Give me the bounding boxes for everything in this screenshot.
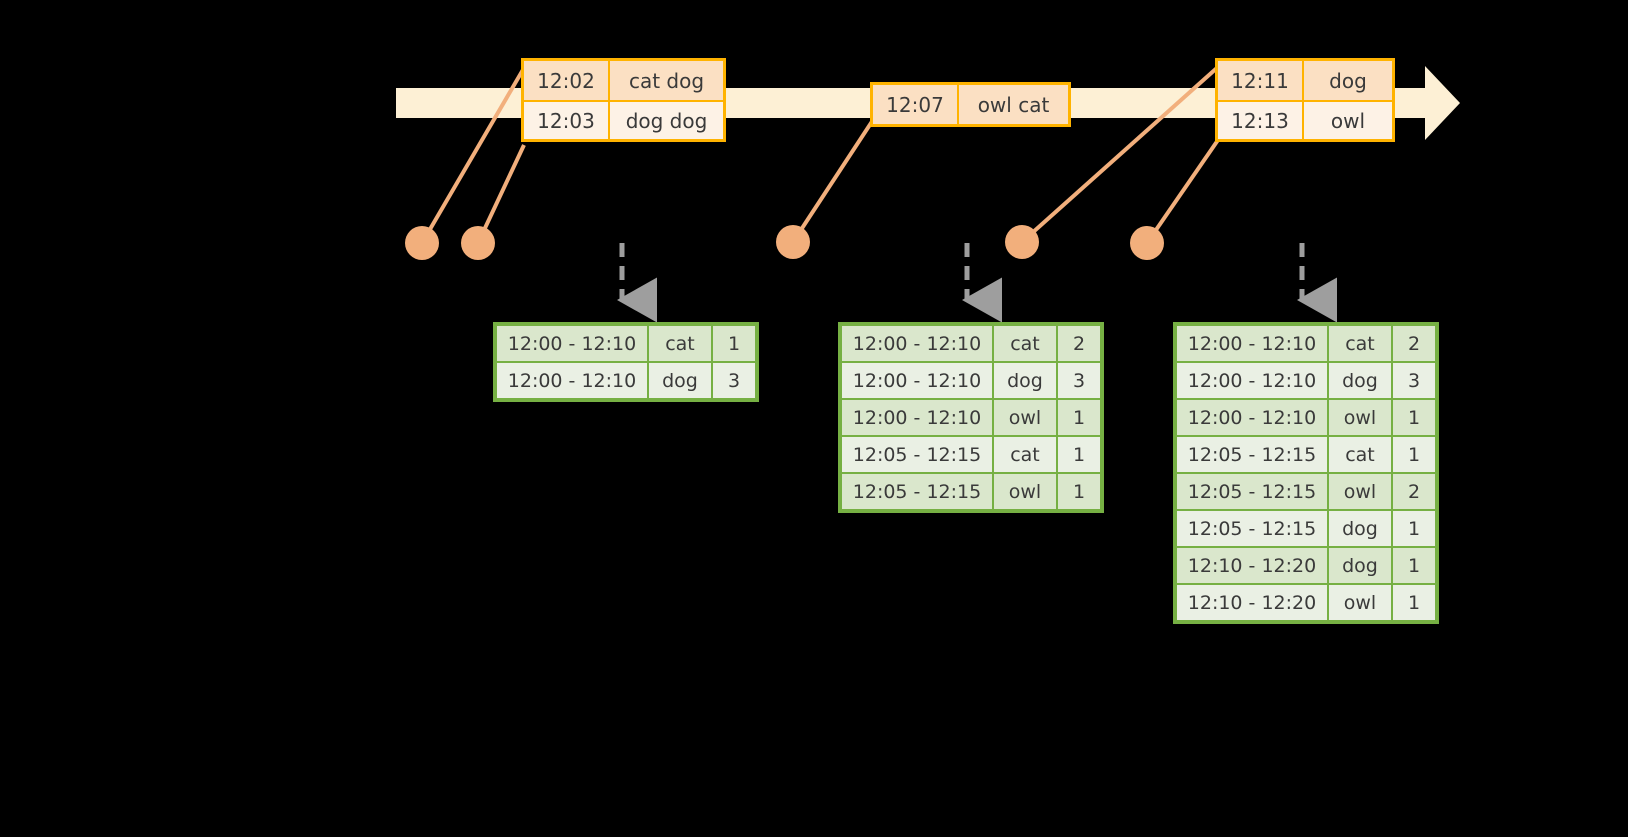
dashed-arrows — [617, 243, 1337, 323]
event-words: cat dog — [610, 61, 723, 100]
event-dot-12-02[interactable] — [405, 226, 439, 260]
connector-12-13 — [1145, 138, 1220, 245]
cell-count: 3 — [1058, 363, 1100, 398]
cell-word: owl — [1329, 400, 1391, 435]
event-words: owl cat — [959, 85, 1068, 124]
connector-12-02 — [420, 66, 526, 245]
cell-word: owl — [1329, 474, 1391, 509]
cell-count: 2 — [1393, 326, 1435, 361]
cell-count: 1 — [1393, 437, 1435, 472]
cell-word: cat — [1329, 326, 1391, 361]
cell-count: 1 — [1058, 437, 1100, 472]
cell-window: 12:00 - 12:10 — [842, 363, 992, 398]
cell-window: 12:00 - 12:10 — [842, 326, 992, 361]
cell-window: 12:05 - 12:15 — [1177, 437, 1327, 472]
cell-window: 12:00 - 12:10 — [842, 400, 992, 435]
cell-word: cat — [1329, 437, 1391, 472]
event-box-2[interactable]: 12:07 owl cat — [870, 82, 1071, 127]
cell-count: 1 — [1393, 548, 1435, 583]
cell-count: 1 — [1058, 400, 1100, 435]
event-row: 12:02 cat dog — [524, 61, 723, 100]
event-row: 12:13 owl — [1218, 100, 1392, 139]
cell-word: owl — [994, 400, 1056, 435]
cell-word: dog — [649, 363, 711, 398]
event-time: 12:03 — [524, 102, 610, 139]
cell-count: 1 — [1058, 474, 1100, 509]
cell-word: dog — [1329, 511, 1391, 546]
cell-word: cat — [994, 326, 1056, 361]
cell-window: 12:00 - 12:10 — [1177, 400, 1327, 435]
cell-count: 2 — [1058, 326, 1100, 361]
cell-count: 2 — [1393, 474, 1435, 509]
event-time: 12:02 — [524, 61, 610, 100]
cell-word: cat — [994, 437, 1056, 472]
event-box-1[interactable]: 12:02 cat dog 12:03 dog dog — [521, 58, 726, 142]
cell-window: 12:05 - 12:15 — [1177, 474, 1327, 509]
event-words: owl — [1304, 102, 1392, 139]
cell-count: 1 — [1393, 511, 1435, 546]
cell-window: 12:00 - 12:10 — [1177, 363, 1327, 398]
cell-window: 12:00 - 12:10 — [1177, 326, 1327, 361]
event-dot-12-03[interactable] — [461, 226, 495, 260]
cell-window: 12:05 - 12:15 — [842, 474, 992, 509]
cell-word: owl — [994, 474, 1056, 509]
event-row: 12:07 owl cat — [873, 85, 1068, 124]
event-row: 12:11 dog — [1218, 61, 1392, 100]
cell-window: 12:00 - 12:10 — [497, 363, 647, 398]
cell-count: 3 — [1393, 363, 1435, 398]
event-time: 12:13 — [1218, 102, 1304, 139]
event-words: dog dog — [610, 102, 723, 139]
event-row: 12:03 dog dog — [524, 100, 723, 139]
cell-word: dog — [1329, 548, 1391, 583]
event-dot-12-07[interactable] — [776, 225, 810, 259]
event-dot-12-13[interactable] — [1130, 226, 1164, 260]
cell-count: 1 — [713, 326, 755, 361]
cell-window: 12:10 - 12:20 — [1177, 585, 1327, 620]
cell-word: owl — [1329, 585, 1391, 620]
event-box-3[interactable]: 12:11 dog 12:13 owl — [1215, 58, 1395, 142]
event-time: 12:11 — [1218, 61, 1304, 100]
event-time: 12:07 — [873, 85, 959, 124]
cell-window: 12:10 - 12:20 — [1177, 548, 1327, 583]
cell-count: 1 — [1393, 585, 1435, 620]
cell-word: dog — [1329, 363, 1391, 398]
cell-window: 12:05 - 12:15 — [842, 437, 992, 472]
cell-window: 12:05 - 12:15 — [1177, 511, 1327, 546]
cell-count: 1 — [1393, 400, 1435, 435]
event-dot-12-11[interactable] — [1005, 225, 1039, 259]
cell-word: dog — [994, 363, 1056, 398]
cell-window: 12:00 - 12:10 — [497, 326, 647, 361]
event-words: dog — [1304, 61, 1392, 100]
cell-count: 3 — [713, 363, 755, 398]
cell-word: cat — [649, 326, 711, 361]
connector-12-07 — [791, 118, 875, 244]
